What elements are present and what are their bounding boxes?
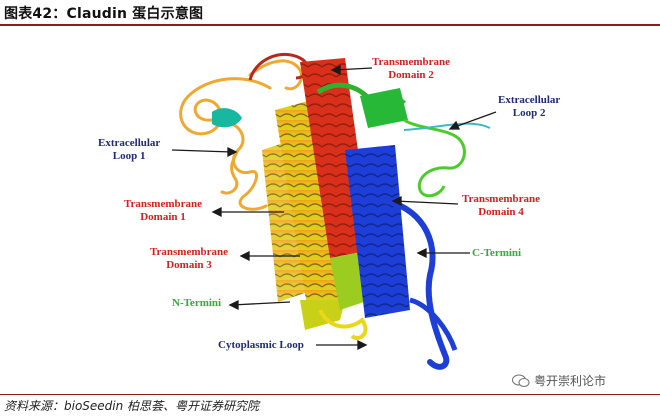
helix-domain-4 — [345, 145, 458, 370]
footer-divider — [0, 394, 660, 395]
label-n-termini: N-Termini — [172, 297, 222, 309]
claudin-protein-ribbon — [171, 52, 497, 370]
extracellular-loop-1-ribbon — [179, 59, 303, 211]
watermark-text: 粤开崇利论市 — [534, 374, 607, 388]
source-note: 资料来源：bioSeedin 柏思荟、粤开证券研究院 — [4, 399, 260, 413]
extracellular-loop-2-ribbon — [316, 82, 491, 198]
teal-helix-segment — [212, 108, 242, 128]
figure-title: 图表42：Claudin 蛋白示意图 — [4, 6, 204, 22]
pointer-arrows — [171, 64, 497, 351]
helix-domain-3 — [262, 140, 308, 302]
cytoplasmic-loop-ribbon — [318, 308, 368, 340]
label-c-termini: C-Termini — [472, 247, 522, 259]
chat-bubble-icon — [512, 373, 530, 387]
title-divider — [0, 24, 660, 26]
label-cytoplasmic-loop: Cytoplasmic Loop — [218, 339, 304, 351]
watermark: 粤开崇利论市 — [512, 372, 606, 389]
